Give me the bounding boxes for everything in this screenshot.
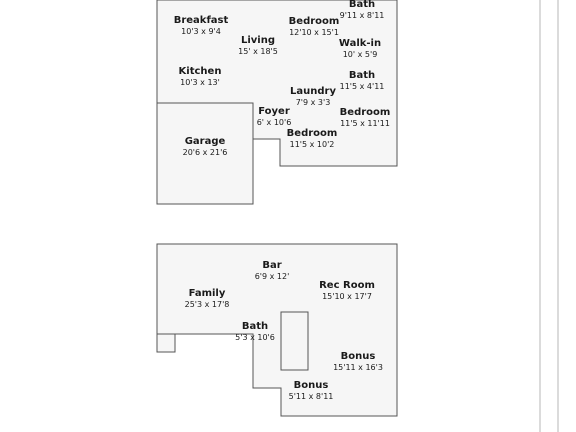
room-dimensions: 6'9 x 12'	[254, 272, 290, 281]
room-dimensions: 11'5 x 10'2	[289, 140, 335, 149]
room-bath-mid: Bath 11'5 x 4'11	[332, 70, 392, 91]
room-living: Living 15' x 18'5	[228, 35, 288, 56]
room-dimensions: 11'5 x 4'11	[339, 82, 385, 91]
room-bedroom-right: Bedroom 11'5 x 11'11	[334, 107, 396, 128]
room-walk-in: Walk-in 10' x 5'9	[330, 38, 390, 59]
room-name: Foyer	[258, 106, 290, 117]
room-name: Garage	[184, 136, 226, 147]
room-name: Bath	[348, 70, 376, 81]
room-kitchen: Kitchen 10'3 x 13'	[170, 66, 230, 87]
room-dimensions: 7'9 x 3'3	[295, 98, 331, 107]
room-dimensions: 9'11 x 8'11	[339, 11, 385, 20]
bar-counter-outline	[280, 311, 309, 371]
room-dimensions: 10' x 5'9	[342, 50, 378, 59]
room-dimensions: 6' x 10'6	[256, 118, 292, 127]
room-bar: Bar 6'9 x 12'	[242, 260, 302, 281]
room-bath-top: Bath 9'11 x 8'11	[332, 0, 392, 20]
room-bath-lower: Bath 5'3 x 10'6	[225, 321, 285, 342]
room-breakfast: Breakfast 10'3 x 9'4	[166, 15, 236, 36]
room-dimensions: 5'3 x 10'6	[235, 333, 275, 342]
room-dimensions: 15' x 18'5	[238, 47, 278, 56]
room-dimensions: 20'6 x 21'6	[182, 148, 228, 157]
room-name: Bar	[262, 260, 282, 271]
room-name: Walk-in	[338, 38, 382, 49]
room-name: Bedroom	[339, 107, 391, 118]
room-dimensions: 12'10 x 15'1	[289, 28, 339, 37]
room-foyer: Foyer 6' x 10'6	[244, 106, 304, 127]
room-dimensions: 10'3 x 9'4	[181, 27, 221, 36]
room-name: Bonus	[293, 380, 329, 391]
lower-floor-outline	[156, 243, 398, 417]
room-bedroom-lower: Bedroom 11'5 x 10'2	[281, 128, 343, 149]
room-family: Family 25'3 x 17'8	[172, 288, 242, 309]
room-dimensions: 10'3 x 13'	[180, 78, 220, 87]
garage-outline	[156, 102, 254, 205]
room-name: Rec Room	[319, 280, 375, 291]
room-dimensions: 11'5 x 11'11	[340, 119, 390, 128]
room-garage: Garage 20'6 x 21'6	[170, 136, 240, 157]
room-dimensions: 15'11 x 16'3	[333, 363, 383, 372]
room-name: Bedroom	[286, 128, 338, 139]
room-dimensions: 25'3 x 17'8	[184, 300, 230, 309]
room-name: Bath	[241, 321, 269, 332]
room-name: Living	[240, 35, 276, 46]
room-bedroom-top: Bedroom 12'10 x 15'1	[279, 16, 349, 37]
room-dimensions: 15'10 x 17'7	[322, 292, 372, 301]
lower-floor-stair-box	[156, 333, 176, 353]
room-laundry: Laundry 7'9 x 3'3	[283, 86, 343, 107]
room-dimensions: 5'11 x 8'11	[288, 392, 334, 401]
room-name: Breakfast	[173, 15, 229, 26]
room-bonus-right: Bonus 15'11 x 16'3	[324, 351, 392, 372]
room-name: Family	[188, 288, 226, 299]
room-bonus-bottom: Bonus 5'11 x 8'11	[280, 380, 342, 401]
room-name: Kitchen	[178, 66, 222, 77]
room-name: Bath	[348, 0, 376, 10]
room-name: Bonus	[340, 351, 376, 362]
room-name: Bedroom	[288, 16, 340, 27]
room-name: Laundry	[290, 86, 336, 97]
room-rec-room: Rec Room 15'10 x 17'7	[312, 280, 382, 301]
